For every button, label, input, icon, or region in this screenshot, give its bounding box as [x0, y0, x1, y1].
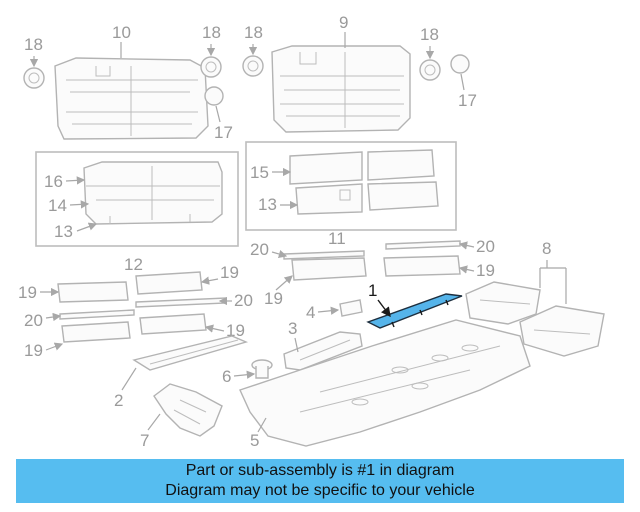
part-11-panel — [289, 149, 439, 215]
part-1-highlighted-trim-panel — [366, 293, 463, 329]
callout-19b: 19 — [220, 263, 239, 282]
info-banner: Part or sub-assembly is #1 in diagram Di… — [16, 459, 624, 503]
callout-13a: 13 — [54, 222, 73, 241]
callout-18b: 18 — [202, 23, 221, 42]
callout-20d: 20 — [476, 237, 495, 256]
callout-19c: 19 — [24, 341, 43, 360]
group-box-11 — [245, 141, 457, 231]
part-8-tray — [465, 281, 605, 357]
part-12-panel — [83, 161, 223, 225]
callout-11: 11 — [328, 229, 346, 248]
callout-19f: 19 — [264, 289, 283, 308]
part-19-sill-plate — [57, 255, 461, 343]
callout-18d: 18 — [420, 25, 439, 44]
part-4-clip — [339, 299, 363, 317]
callout-20a: 20 — [234, 291, 253, 310]
group-box-12 — [35, 151, 239, 247]
callout-13b: 13 — [258, 195, 277, 214]
callout-17b: 17 — [458, 91, 477, 110]
part-9-load-floor-panel — [271, 45, 411, 133]
callout-9: 9 — [339, 13, 348, 32]
part-3-bracket — [283, 331, 363, 371]
callout-19a: 19 — [18, 283, 37, 302]
banner-line-1: Part or sub-assembly is #1 in diagram — [185, 462, 455, 479]
callout-4: 4 — [306, 303, 315, 322]
callout-16: 16 — [44, 172, 63, 191]
callout-2: 2 — [114, 391, 123, 410]
part-18-grommet — [23, 55, 441, 89]
callout-20c: 20 — [250, 240, 269, 259]
callout-1: 1 — [368, 281, 377, 300]
part-6-plug — [251, 359, 273, 379]
part-17-plug — [204, 54, 470, 106]
callout-17a: 17 — [214, 123, 233, 142]
callout-3: 3 — [288, 319, 297, 338]
callout-19d: 19 — [226, 321, 245, 340]
callout-14: 14 — [48, 196, 67, 215]
part-20-trim-strip — [59, 240, 461, 320]
callout-15: 15 — [250, 163, 269, 182]
callout-19e: 19 — [476, 261, 495, 280]
callout-12: 12 — [124, 255, 143, 274]
callout-6: 6 — [222, 367, 231, 386]
callout-10: 10 — [112, 23, 131, 42]
callout-8: 8 — [542, 239, 551, 258]
callout-5: 5 — [250, 431, 259, 450]
callout-7: 7 — [140, 431, 149, 450]
part-7-cover — [153, 383, 223, 437]
part-2-threshold — [132, 335, 249, 371]
part-10-load-floor-panel — [54, 57, 209, 140]
callout-18c: 18 — [244, 23, 263, 42]
parts-diagram: 10 9 18 18 18 18 17 17 16 14 13 12 — [18, 13, 605, 450]
banner-line-2: Diagram may not be specific to your vehi… — [165, 482, 475, 499]
part-5-floor-carpet — [239, 319, 531, 447]
callout-20b: 20 — [24, 311, 43, 330]
callout-18a: 18 — [24, 35, 43, 54]
